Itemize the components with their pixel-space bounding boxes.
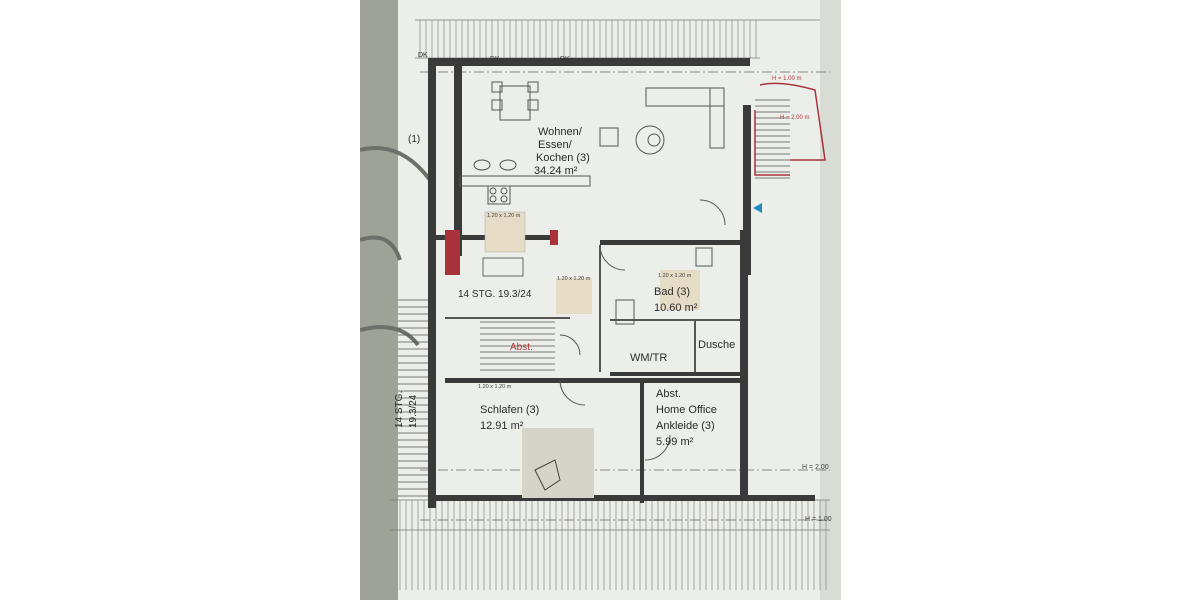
stairs-label-side-a: 14 STG.: [394, 390, 405, 428]
clearance-label-bedroom: 1.20 x 1.20 m: [478, 384, 512, 390]
room-area-schlafen: 12.91 m²: [480, 420, 524, 432]
bathroom-fixtures: [556, 247, 713, 325]
staircase-main: [480, 321, 555, 371]
dk-label-1: DK: [418, 52, 428, 59]
stairs-label-side-b: 19.3/24: [408, 394, 419, 428]
room-label-wohnen-3: Kochen (3): [536, 152, 590, 164]
room-label-wohnen-2: Essen/: [538, 139, 572, 151]
stairs-label-main: 14 STG. 19.3/24: [458, 289, 532, 300]
clearance-label-bath: 1.20 x 1.20 m: [658, 273, 692, 279]
room-area-wohnen: 34.24 m²: [534, 165, 578, 177]
room-label-wmtr: WM/TR: [630, 352, 668, 364]
height-label-right-1: H = 1.00: [805, 516, 832, 523]
height-label-top-2: H = 2.00 m: [780, 115, 810, 121]
margin-note: (1): [408, 134, 421, 145]
stairs-abst-label: Abst.: [510, 342, 533, 353]
exterior-stairs: [754, 82, 826, 176]
staircase-left: [398, 299, 428, 497]
entrance-marker: [753, 203, 762, 213]
height-label-top-1: H = 1.00 m: [772, 76, 802, 82]
sofa: [599, 87, 725, 155]
room-label-office-3: Ankleide (3): [656, 420, 715, 432]
clearance-label-hall: 1.20 x 1.20 m: [557, 276, 591, 282]
room-area-office: 5.99 m²: [656, 436, 694, 448]
dk-label-3: DK: [560, 56, 570, 63]
floor-plan-drawing: [360, 0, 841, 600]
height-label-right-2: H = 2.00: [802, 464, 829, 471]
room-label-office-2: Home Office: [656, 404, 717, 416]
binder-rings: [360, 146, 432, 347]
floor-plan-photo: DK DK DK H = 1.00 m H = 2.00 m H = 2.00 …: [360, 0, 841, 600]
room-label-bad: Bad (3): [654, 286, 691, 298]
room-label-dusche: Dusche: [698, 339, 736, 351]
clearance-label-kitchen: 1.20 x 1.20 m: [487, 213, 521, 219]
hob: [487, 185, 511, 205]
dk-label-2: DK: [490, 56, 500, 63]
room-area-bad: 10.60 m²: [654, 302, 698, 314]
room-label-office-1: Abst.: [656, 388, 682, 400]
room-label-wohnen-1: Wohnen/: [538, 126, 582, 138]
dining-table: [491, 81, 539, 121]
room-label-schlafen: Schlafen (3): [480, 404, 540, 416]
